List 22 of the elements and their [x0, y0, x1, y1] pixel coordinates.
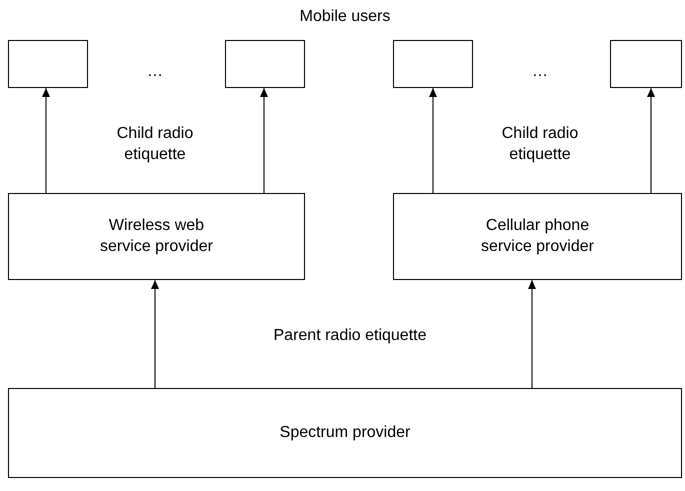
empty-box: [610, 40, 682, 88]
node-label: Wireless web service provider: [99, 216, 214, 256]
process-box: [393, 193, 682, 280]
arrow: [647, 88, 655, 194]
node-label: Cellular phone service provider: [480, 216, 595, 256]
empty-box: [8, 40, 88, 88]
empty-box: [225, 40, 305, 88]
empty-box: [393, 40, 473, 88]
arrow: [151, 280, 159, 388]
ellipsis: …: [146, 62, 164, 82]
group-label: Mobile users: [298, 7, 392, 27]
arrow: [429, 88, 437, 194]
arrow: [42, 88, 50, 194]
node-label: Spectrum provider: [280, 422, 410, 443]
arrow: [528, 280, 536, 388]
annotation-label: Child radio etiquette: [116, 124, 194, 165]
process-box: [8, 193, 305, 280]
annotation-label: Child radio etiquette: [500, 124, 580, 165]
arrow: [260, 88, 268, 194]
ellipsis: …: [531, 62, 549, 82]
annotation-label: Parent radio etiquette: [272, 326, 428, 346]
process-box: [8, 388, 682, 478]
